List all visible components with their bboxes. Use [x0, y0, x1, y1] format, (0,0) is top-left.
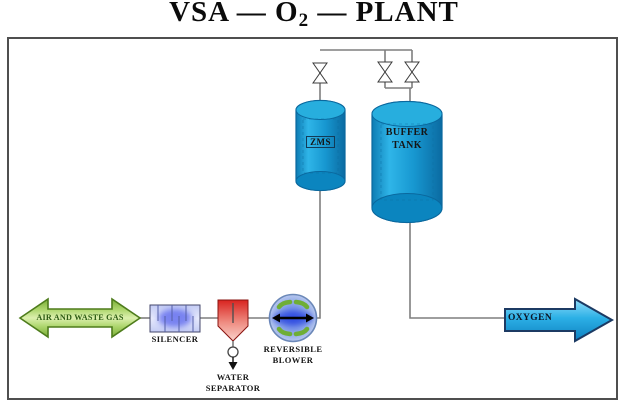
page-title: VSA — O2 — PLANT — [0, 0, 628, 32]
zms-vessel — [295, 99, 346, 192]
silencer — [149, 304, 201, 333]
air-waste-gas-arrow — [18, 297, 142, 339]
drain-arrow-icon — [228, 362, 238, 370]
zms-label: ZMS — [296, 132, 345, 150]
buffer-tank-label-line1: BUFFER — [385, 127, 429, 138]
reversible-blower-label-line2: BLOWER — [272, 355, 314, 365]
zms-label-text: ZMS — [306, 136, 335, 148]
valve-buffer-left — [377, 61, 393, 83]
silencer-core — [158, 309, 192, 327]
air-waste-gas-label: AIR AND WASTE GAS — [36, 312, 124, 322]
title-subscript: 2 — [298, 10, 310, 31]
title-prefix: VSA — O — [169, 0, 299, 28]
oxygen-arrow — [504, 297, 615, 343]
buffer-tank-vessel — [371, 100, 443, 224]
pipe-tank-to-oxygen — [409, 222, 505, 319]
water-separator-label-line2: SEPARATOR — [205, 383, 261, 393]
buffer-tank-label: BUFFER TANK — [372, 126, 442, 152]
pipe-valve-pair — [384, 50, 413, 89]
drain-trap — [227, 346, 239, 358]
flow-direction-arrow-icon — [272, 313, 314, 323]
valve-group — [312, 61, 420, 84]
pipe-blower-to-zms — [316, 188, 321, 319]
silencer-baffles — [157, 305, 194, 332]
buffer-tank-label-line2: TANK — [392, 140, 422, 151]
water-separator-label: WATER SEPARATOR — [193, 372, 273, 394]
reversible-blower-label-line1: REVERSIBLE — [263, 344, 323, 354]
rotation-arrows-icon — [276, 299, 310, 337]
valve-buffer-right — [404, 61, 420, 83]
water-separator — [217, 299, 249, 370]
valve-zms — [312, 62, 328, 84]
oxygen-label: OXYGEN — [508, 313, 553, 323]
silencer-label: SILENCER — [151, 334, 199, 344]
water-separator-label-line1: WATER — [216, 372, 250, 382]
reversible-blower-label: REVERSIBLE BLOWER — [253, 344, 333, 366]
diagram-frame — [7, 37, 618, 400]
title-suffix: — PLANT — [309, 0, 459, 28]
reversible-blower — [268, 293, 318, 343]
